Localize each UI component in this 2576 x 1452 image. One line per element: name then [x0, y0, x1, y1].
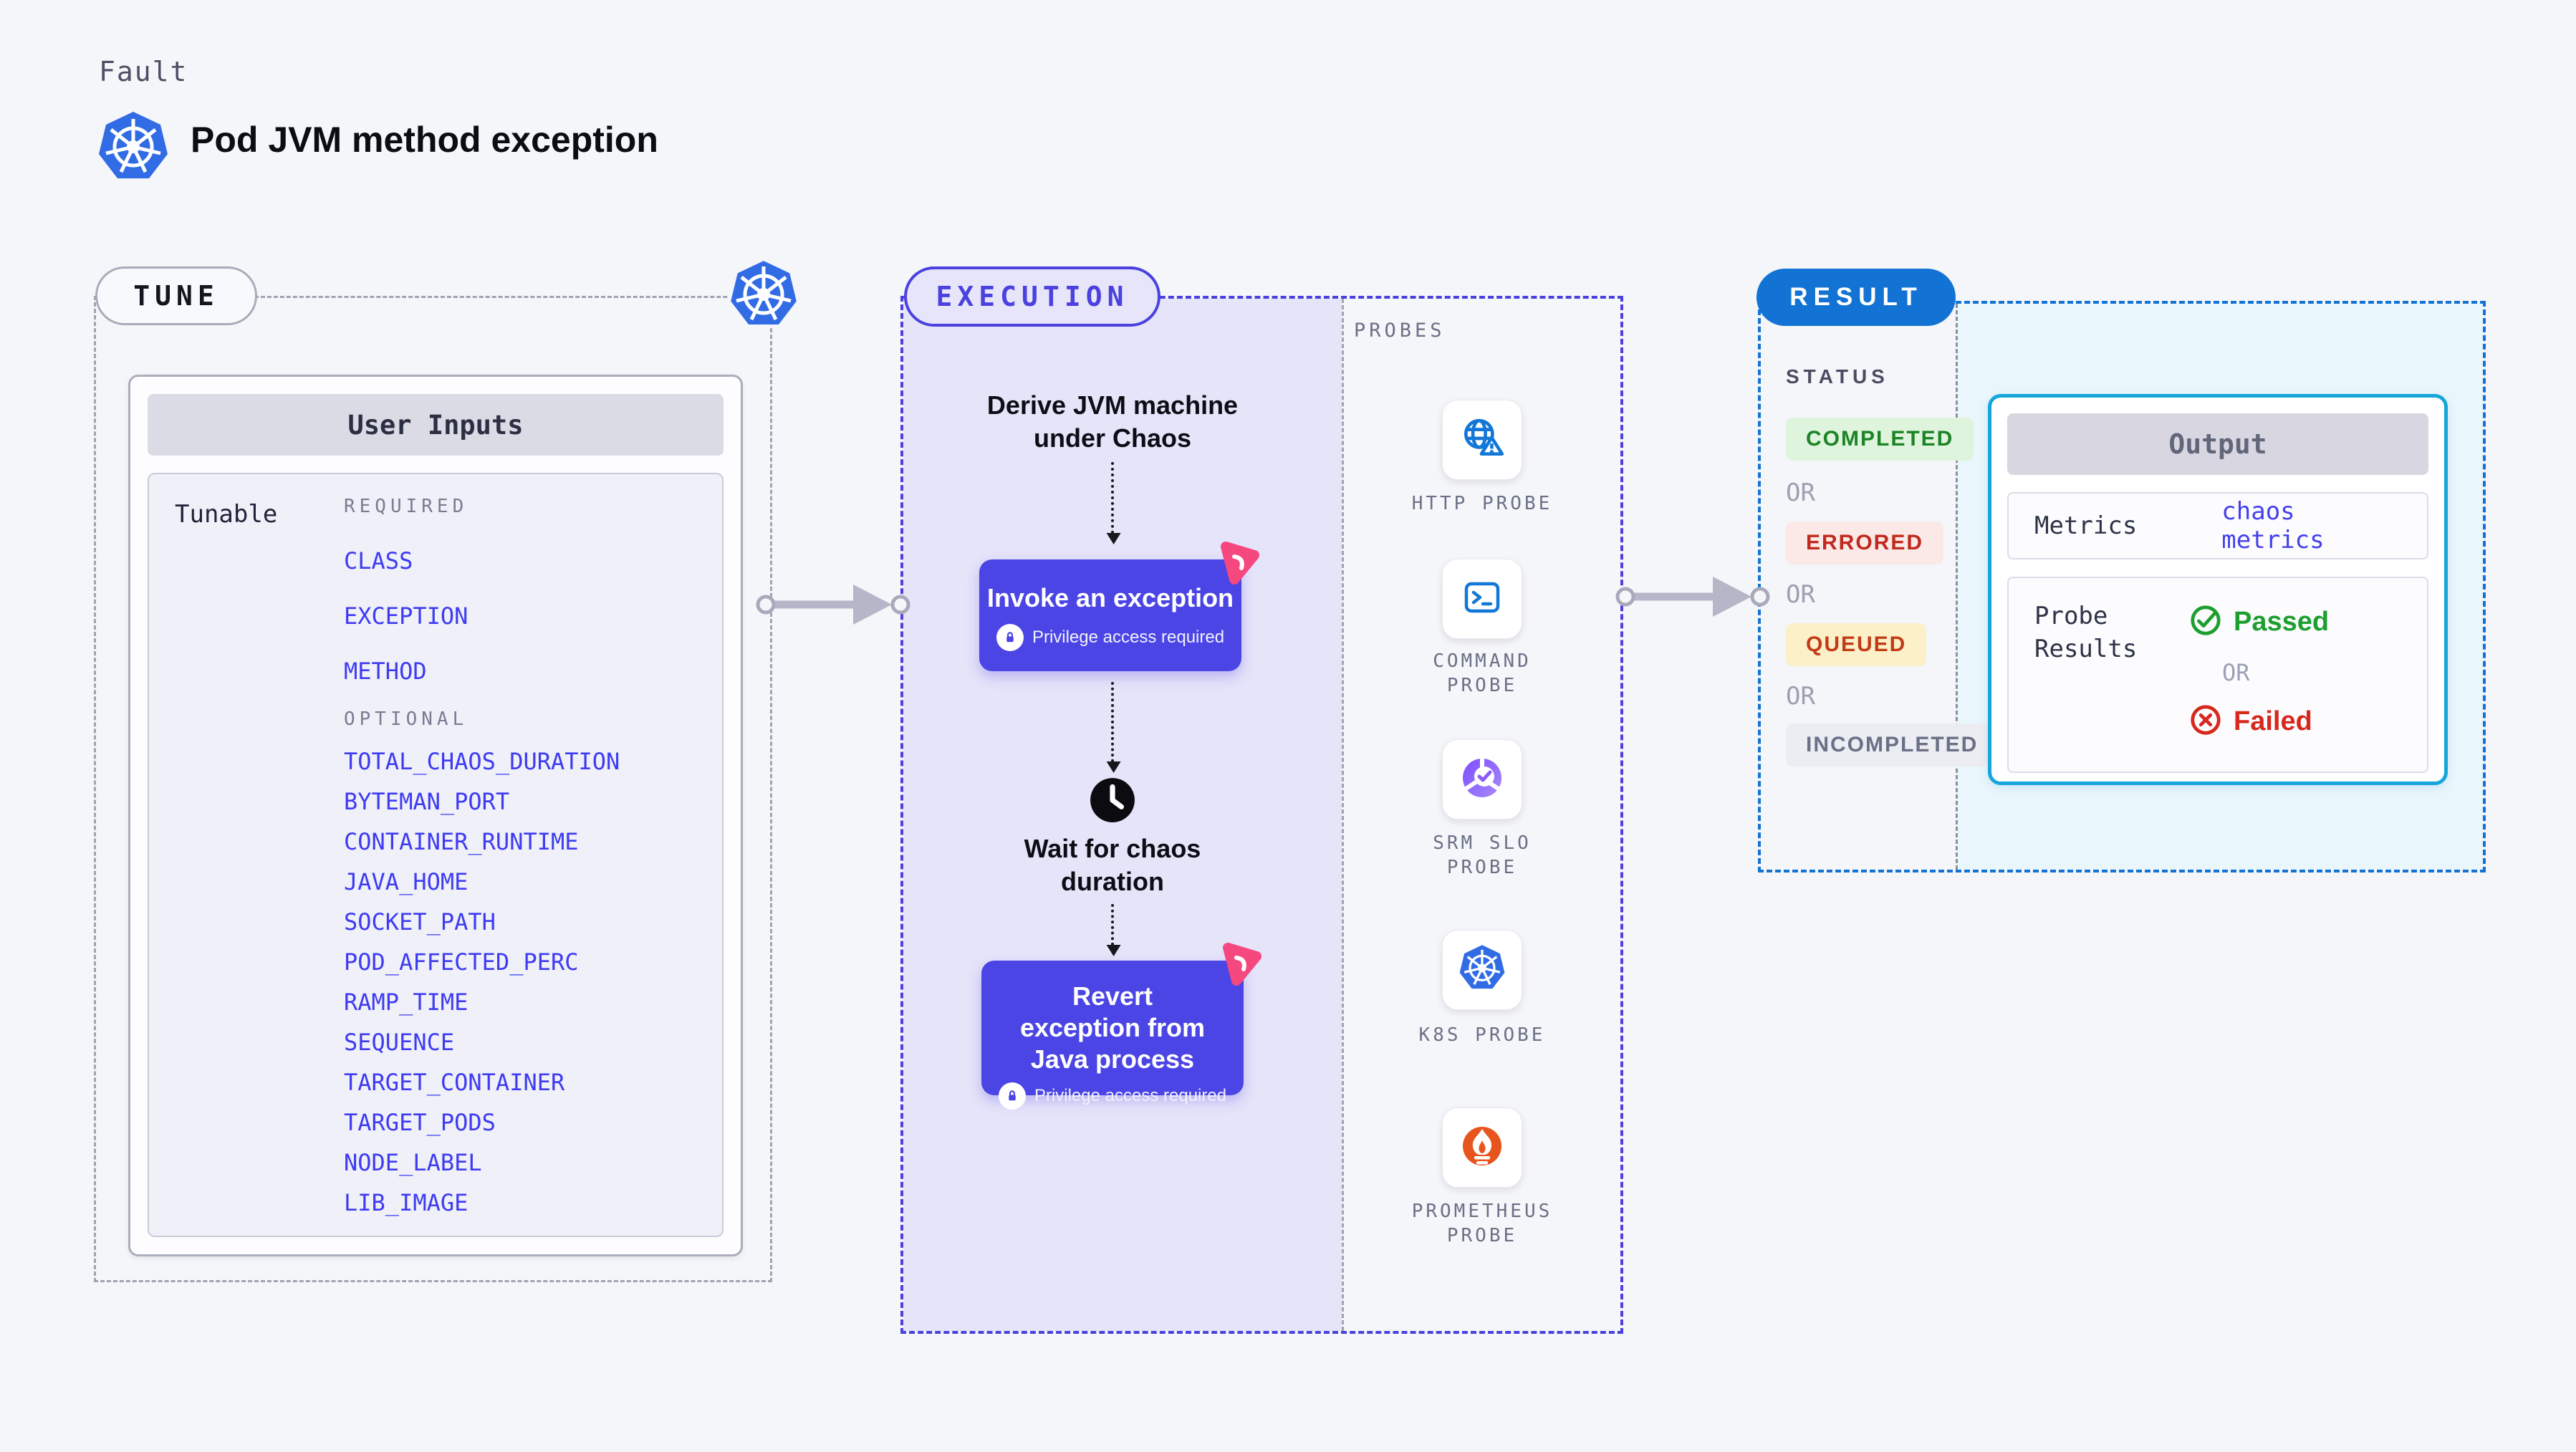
or-separator: OR [2222, 659, 2250, 686]
param-link-exception[interactable]: EXCEPTION [344, 602, 468, 630]
tunable-row-label: Tunable [175, 500, 278, 529]
param-link-target-container[interactable]: TARGET_CONTAINER [344, 1069, 565, 1096]
failed-line: Failed [2189, 703, 2329, 740]
wait-step-text: Wait for chaos duration [1024, 834, 1201, 896]
param-link-sequence[interactable]: SEQUENCE [344, 1029, 455, 1056]
param-link-method[interactable]: METHOD [344, 658, 427, 685]
srm-slo-probe-card [1442, 739, 1522, 819]
kubernetes-icon [726, 257, 801, 332]
command-probe-label: COMMAND PROBE [1433, 650, 1532, 696]
output-card: Output Metrics chaos metrics Probe Resul… [1988, 394, 2448, 785]
param-link-lib-image[interactable]: LIB_IMAGE [344, 1189, 468, 1216]
privilege-text: Privilege access required [1034, 1086, 1227, 1105]
probe-results-row: Probe Results Passed OR [2007, 577, 2428, 773]
or-separator: OR [1786, 580, 1815, 609]
prometheus-probe-label: PROMETHEUS PROBE [1411, 1201, 1553, 1246]
param-link-container-runtime[interactable]: CONTAINER_RUNTIME [344, 828, 579, 855]
passed-text: Passed [2234, 607, 2330, 637]
privilege-row: Privilege access required [979, 624, 1241, 651]
chaos-metrics-link[interactable]: chaos metrics [2221, 497, 2325, 554]
param-link-node-label[interactable]: NODE_LABEL [344, 1149, 482, 1176]
probes-column-label: PROBES [1354, 319, 1446, 342]
metrics-row: Metrics chaos metrics [2007, 492, 2428, 559]
litmus-chaos-icon [1214, 539, 1260, 585]
lock-icon [998, 1082, 1026, 1110]
optional-label: OPTIONAL [344, 708, 468, 730]
param-link-total-chaos-duration[interactable]: TOTAL_CHAOS_DURATION [344, 748, 620, 775]
k8s-probe-icon [1458, 944, 1506, 996]
execution-section-label: EXECUTION [904, 266, 1160, 327]
tune-section-label: TUNE [95, 266, 257, 325]
result-divider [1956, 304, 1958, 870]
result-section-label: RESULT [1756, 269, 1956, 326]
probes-divider [1342, 299, 1344, 1331]
srm-slo-probe-label: SRM SLO PROBE [1433, 832, 1532, 878]
check-circle-icon [2189, 604, 2222, 640]
x-circle-icon [2189, 703, 2222, 740]
privilege-text: Privilege access required [1032, 628, 1225, 647]
metrics-label: Metrics [2034, 511, 2138, 540]
http-probe-card [1442, 400, 1522, 480]
page-title: Pod JVM method exception [191, 120, 658, 160]
tune-section-border [94, 296, 772, 1282]
k8s-probe-card [1442, 930, 1522, 1010]
param-link-target-pods[interactable]: TARGET_PODS [344, 1109, 496, 1136]
flow-connector [1111, 462, 1114, 534]
failed-text: Failed [2234, 706, 2312, 736]
srm-slo-probe-icon [1459, 755, 1505, 804]
prometheus-probe-card [1442, 1107, 1522, 1188]
status-badge-queued: QUEUED [1786, 623, 1927, 666]
clock-icon [1089, 777, 1136, 824]
flow-connector [1111, 904, 1114, 946]
execution-section-border [900, 296, 1623, 1334]
or-separator: OR [1786, 479, 1815, 507]
status-badge-errored: ERRORED [1786, 521, 1944, 564]
derive-step-text: Derive JVM machine under Chaos [986, 390, 1239, 453]
prometheus-probe-icon [1459, 1123, 1505, 1173]
passed-line: Passed [2189, 604, 2329, 640]
param-link-java-home[interactable]: JAVA_HOME [344, 868, 468, 895]
user-inputs-card: User Inputs Tunable REQUIRED CLASS EXCEP… [128, 375, 743, 1256]
command-probe-icon [1459, 574, 1505, 624]
result-section-border [1758, 301, 2486, 872]
lock-icon [996, 624, 1024, 651]
param-link-byteman-port[interactable]: BYTEMAN_PORT [344, 788, 510, 815]
fault-eyebrow: Fault [99, 56, 188, 87]
or-separator: OR [1786, 682, 1815, 711]
probe-results-values: Passed OR Failed [2189, 600, 2329, 753]
invoke-step-title: Invoke an exception [986, 583, 1234, 612]
status-label: STATUS [1786, 365, 1889, 388]
param-link-socket-path[interactable]: SOCKET_PATH [344, 908, 496, 936]
user-inputs-title: User Inputs [148, 394, 724, 456]
kubernetes-icon [97, 110, 169, 182]
litmus-chaos-icon [1216, 941, 1262, 986]
user-inputs-body: Tunable REQUIRED CLASS EXCEPTION METHOD … [148, 473, 724, 1237]
http-probe-label: HTTP PROBE [1411, 493, 1553, 514]
privilege-row: Privilege access required [981, 1082, 1244, 1110]
revert-step-title: Revert exception from Java process [1019, 981, 1206, 1074]
execution-to-result-arrow [1615, 577, 1770, 617]
revert-exception-step: Revert exception from Java process Privi… [981, 943, 1261, 1110]
output-title: Output [2007, 413, 2428, 475]
tune-to-execution-arrow [756, 585, 910, 625]
status-badge-completed: COMPLETED [1786, 418, 1974, 461]
tunable-params-list: REQUIRED CLASS EXCEPTION METHOD OPTIONAL… [344, 496, 709, 1214]
flow-connector [1111, 682, 1114, 762]
http-probe-icon [1458, 415, 1506, 466]
command-probe-card [1442, 559, 1522, 639]
status-badge-incompleted: INCOMPLETED [1786, 723, 1999, 766]
param-link-ramp-time[interactable]: RAMP_TIME [344, 989, 468, 1016]
param-link-pod-affected-perc[interactable]: POD_AFFECTED_PERC [344, 948, 579, 976]
param-link-class[interactable]: CLASS [344, 547, 413, 574]
k8s-probe-label: K8S PROBE [1418, 1024, 1546, 1046]
required-label: REQUIRED [344, 496, 468, 517]
invoke-exception-step: Invoke an exception Privilege access req… [979, 542, 1259, 671]
probe-results-label: Probe Results [2034, 602, 2138, 663]
